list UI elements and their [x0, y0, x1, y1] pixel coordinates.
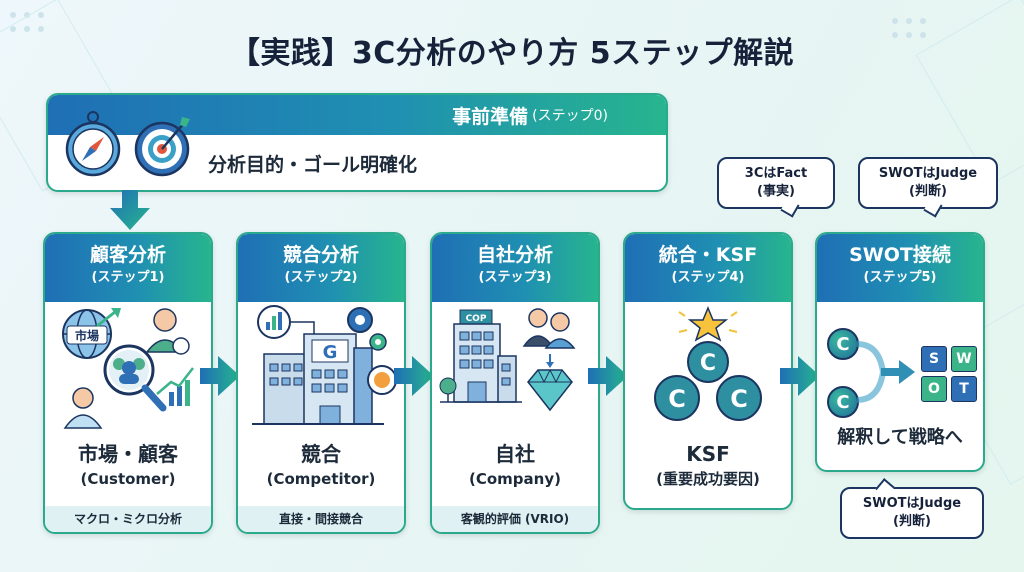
step-card-swot: SWOT接続 (ステップ5) C C S W O T 解釈して戦略へ	[815, 232, 985, 472]
swot-o: O	[921, 376, 947, 402]
market-customer-icon: 市場	[62, 308, 194, 429]
step-label: (ステップ1)	[91, 270, 165, 285]
step-english-text: (Customer)	[80, 470, 176, 488]
compass-icon	[65, 111, 121, 177]
page-title: 【実践】3C分析のやり方 5ステップ解説	[229, 36, 795, 71]
step-main-text: 市場・顧客	[78, 442, 178, 466]
competitor-logo-text: G	[323, 342, 338, 363]
step-english-text: (Company)	[469, 470, 561, 488]
swot-w: W	[951, 346, 977, 372]
gear-c-label: C	[668, 385, 686, 413]
decorative-dots	[892, 18, 926, 38]
step-label: (ステップ2)	[284, 270, 358, 285]
right-arrow-icon	[588, 356, 628, 396]
step-main-text: 自社	[495, 442, 535, 466]
step-header: 自社分析 (ステップ3)	[432, 234, 598, 302]
right-arrow-icon	[200, 356, 240, 396]
step-label: (ステップ4)	[671, 270, 745, 285]
step-main-text: 競合	[301, 442, 341, 466]
callout-bubble: 3CはFact (事実)	[717, 157, 835, 218]
competitor-building-icon: G	[252, 305, 397, 425]
step-main-text: KSF	[686, 442, 730, 466]
step-label: (ステップ5)	[863, 270, 937, 285]
step-heading: 顧客分析	[89, 244, 166, 266]
right-arrow-icon	[780, 356, 820, 396]
step-footer: 客観的評価 (VRIO)	[432, 506, 598, 532]
step-header: 顧客分析 (ステップ1)	[45, 234, 211, 302]
callout-line2: (判断)	[909, 184, 947, 199]
callout-line1: SWOTはJudge	[862, 496, 962, 511]
step-footer: マクロ・ミクロ分析	[45, 506, 211, 532]
step-card-company: 自社分析 (ステップ3) COP 自社	[430, 232, 600, 534]
step-footer: 直接・間接競合	[238, 506, 404, 532]
step-label: (ステップ3)	[478, 270, 552, 285]
step-heading: SWOT接続	[849, 244, 951, 266]
gear-c-label: C	[730, 385, 748, 413]
callout-line2: (事実)	[757, 184, 795, 199]
step-header: SWOT接続 (ステップ5)	[817, 234, 983, 302]
callout-line1: SWOTはJudge	[878, 166, 978, 181]
step-header: 競合分析 (ステップ2)	[238, 234, 404, 302]
step-heading: 自社分析	[476, 244, 553, 266]
company-diamond-icon: COP	[439, 308, 576, 412]
market-label: 市場	[75, 328, 99, 343]
down-arrow-icon	[110, 190, 150, 230]
step-card-customer: 顧客分析 (ステップ1) 市場 市場・顧客 (Customer) マクロ・ミク	[43, 232, 213, 534]
step-header: 統合・KSF (ステップ4)	[625, 234, 791, 302]
step-english-text: (重要成功要因)	[656, 470, 760, 488]
c-circle-icon: C	[827, 328, 859, 360]
swot-t: T	[951, 376, 977, 402]
step-card-ksf: 統合・KSF (ステップ4) C C C KSF (重要成功要因)	[623, 232, 793, 510]
target-icon	[134, 117, 190, 177]
prep-body: 分析目的・ゴール明確化	[208, 154, 418, 176]
swot-s: S	[921, 346, 947, 372]
right-arrow-icon	[394, 356, 434, 396]
merge-arrow-icon	[857, 341, 915, 403]
callout-line2: (判断)	[893, 514, 931, 529]
callout-bubble: SWOTはJudge (判断)	[840, 478, 984, 539]
callout-line1: 3CはFact	[744, 166, 808, 181]
step-card-competitor: 競合分析 (ステップ2) G 競合 (Compe	[236, 232, 406, 534]
step-heading: 統合・KSF	[658, 244, 758, 266]
prep-step-box: 事前準備 (ステップ0) 分析目的・ゴール明確化	[46, 93, 668, 192]
callout-bubble: SWOTはJudge (判断)	[858, 157, 998, 218]
gears-star-icon: C C C	[654, 306, 762, 421]
decorative-dots	[10, 12, 44, 32]
swot-matrix-icon: C C S W O T	[817, 302, 983, 418]
prep-heading: 事前準備	[452, 105, 529, 128]
step-english-text: (Competitor)	[266, 470, 376, 488]
step-heading: 競合分析	[282, 244, 359, 266]
prep-step-label: (ステップ0)	[532, 108, 608, 124]
gear-c-label: C	[700, 351, 716, 376]
step-main-text: 解釈して戦略へ	[837, 427, 963, 448]
c-circle-icon: C	[827, 386, 859, 418]
company-sign-text: COP	[466, 314, 487, 324]
